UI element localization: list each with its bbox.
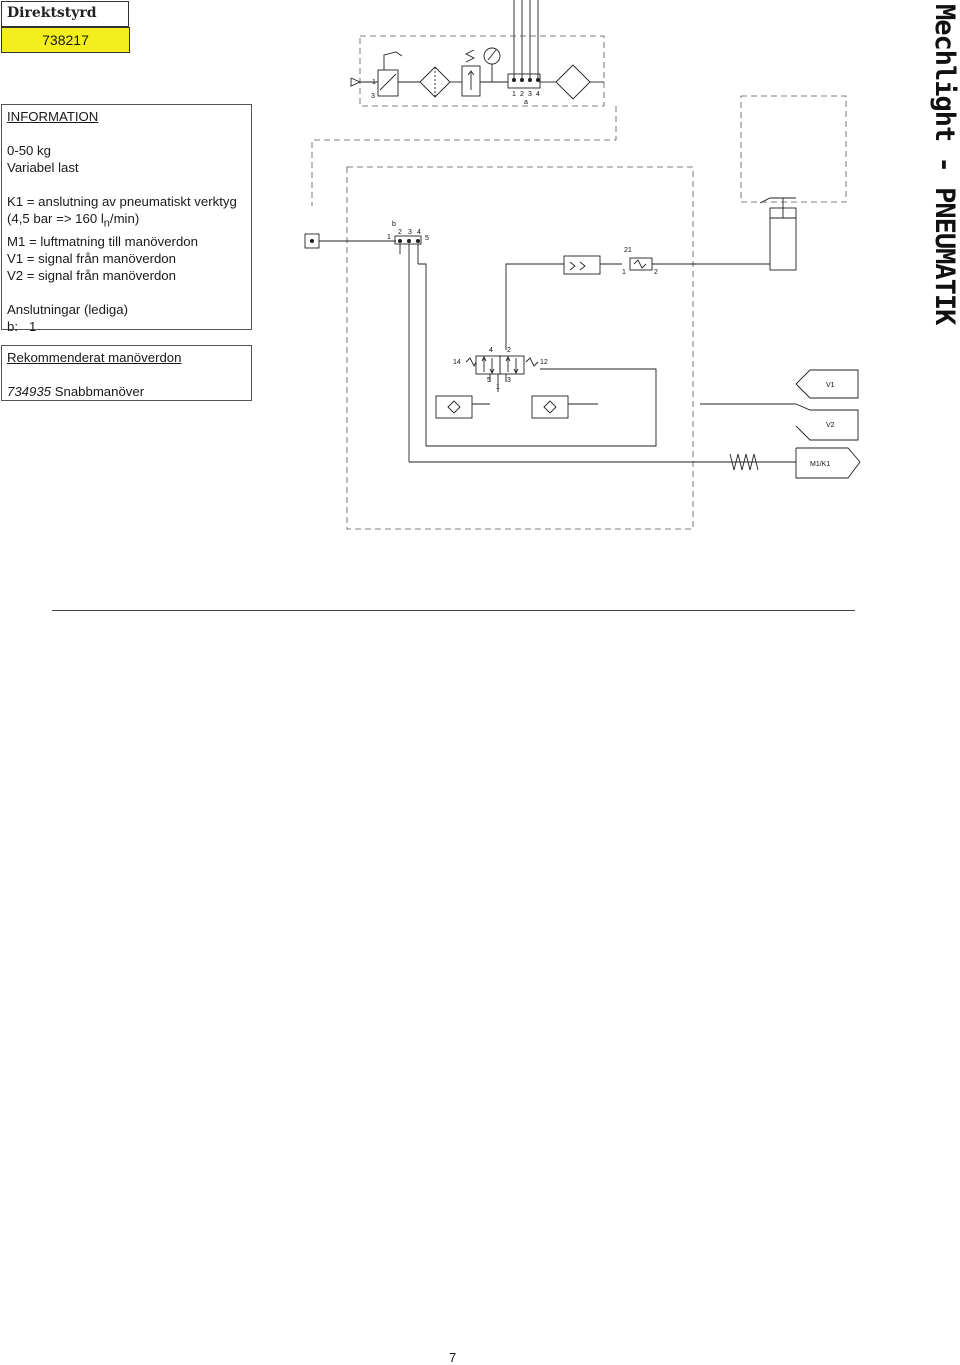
shutoff-valve-symbol: 1 3 (371, 51, 403, 100)
article-number: 738217 (1, 27, 130, 53)
recommended-item: 734935 Snabbmanöver (7, 383, 246, 400)
manifold-b: b 1 2 3 4 5 (304, 221, 429, 462)
connections-b: b: 1 (7, 318, 246, 335)
control-unit-boundary (346, 166, 694, 530)
cylinder-symbol (759, 197, 797, 271)
recommended-panel: Rekommenderat manöverdon 734935 Snabbman… (1, 345, 252, 401)
manifold-b-port-3: 3 (408, 229, 412, 236)
check-valve-port-1: 1 (622, 269, 626, 276)
pneumatic-schematic: 1 3 1 2 3 4 a (304, 0, 861, 530)
connections-b-key: b: (7, 318, 18, 334)
signal-v1: V1 (826, 382, 835, 389)
manifold-b-label: b (392, 221, 396, 228)
lubricator-symbol (555, 64, 591, 100)
valve-port-1: 1 (372, 79, 376, 86)
connections-label: Anslutningar (lediga) (7, 301, 128, 317)
k1-flow-post: /min) (109, 211, 140, 226)
manifold-b-port-5: 5 (425, 235, 429, 242)
main-valve-port-3: 3 (507, 377, 511, 384)
signal-m1k1: M1/K1 (810, 461, 830, 468)
manifold-a-label: a (524, 99, 528, 106)
main-valve-port-1: 1 (496, 384, 500, 391)
main-valve-port-2: 2 (507, 347, 511, 354)
main-valve-port-12: 12 (540, 359, 548, 366)
manifold-a-port-3: 3 (528, 91, 532, 98)
k1-flow-sub: n (103, 217, 110, 230)
information-panel: INFORMATION 0-50 kg Variabel last K1 = a… (1, 104, 252, 334)
pressure-gauge-symbol (483, 47, 501, 82)
check-valve-symbol: 21 1 2 (622, 247, 658, 276)
m1-description: M1 = luftmatning till manöverdon (7, 233, 198, 249)
load-type: Variabel last (7, 160, 79, 175)
v1-description: V1 = signal från manöverdon (7, 250, 176, 266)
supply-inlet-symbol (350, 77, 362, 87)
signal-v2: V2 (826, 422, 835, 429)
control-piping (409, 263, 796, 463)
main-valve-port-4: 4 (489, 347, 493, 354)
regulator-symbol (461, 49, 481, 97)
check-valve-port-2: 2 (654, 269, 658, 276)
throttle-valve-upper (563, 255, 601, 275)
throttle-valves (435, 255, 601, 419)
unit-boundaries (311, 35, 847, 530)
throttle-valve-left (435, 395, 473, 419)
manifold-b-port-2: 2 (398, 229, 402, 236)
valve-port-3: 3 (371, 93, 375, 100)
k1-description: K1 = anslutning av pneumatiskt verktyg (7, 194, 237, 209)
cylinder-unit-boundary (740, 95, 847, 203)
k1-flow: (4,5 bar => 160 ln/min) (7, 210, 246, 233)
manifold-a-port-2: 2 (520, 91, 524, 98)
check-valve-port-21: 21 (624, 247, 632, 254)
manifold-b-port-1: 1 (387, 234, 391, 241)
manifold-a-port-4: 4 (536, 91, 540, 98)
signal-lines: V1 V2 M1/K1 (700, 369, 861, 479)
main-valve-port-5: 5 (487, 377, 491, 384)
throttle-valve-right (531, 395, 569, 419)
recommended-code: 734935 (7, 384, 52, 399)
supply-branch-boundary (311, 106, 617, 206)
main-valve-symbol: 14 12 4 2 5 1 3 (453, 347, 548, 392)
manifold-a: 1 2 3 4 a (507, 0, 541, 106)
load-range: 0-50 kg (7, 143, 51, 158)
supply-line (350, 77, 604, 87)
connections-b-value: 1 (29, 318, 37, 334)
document-title: Direktstyrd (1, 1, 129, 27)
recommended-title: Rekommenderat manöverdon (7, 350, 182, 365)
manifold-a-port-1: 1 (512, 91, 516, 98)
info-heading: INFORMATION (7, 109, 99, 124)
k1-flow-pre: (4,5 bar => 160 l (7, 211, 104, 226)
page-number: 7 (449, 1350, 457, 1365)
filter-symbol (419, 66, 451, 98)
supply-unit-boundary (359, 35, 605, 107)
section-divider (52, 610, 855, 611)
v2-description: V2 = signal från manöverdon (7, 267, 176, 283)
manifold-b-port-4: 4 (417, 229, 421, 236)
main-valve-port-14: 14 (453, 359, 461, 366)
recommended-name: Snabbmanöver (54, 384, 145, 399)
